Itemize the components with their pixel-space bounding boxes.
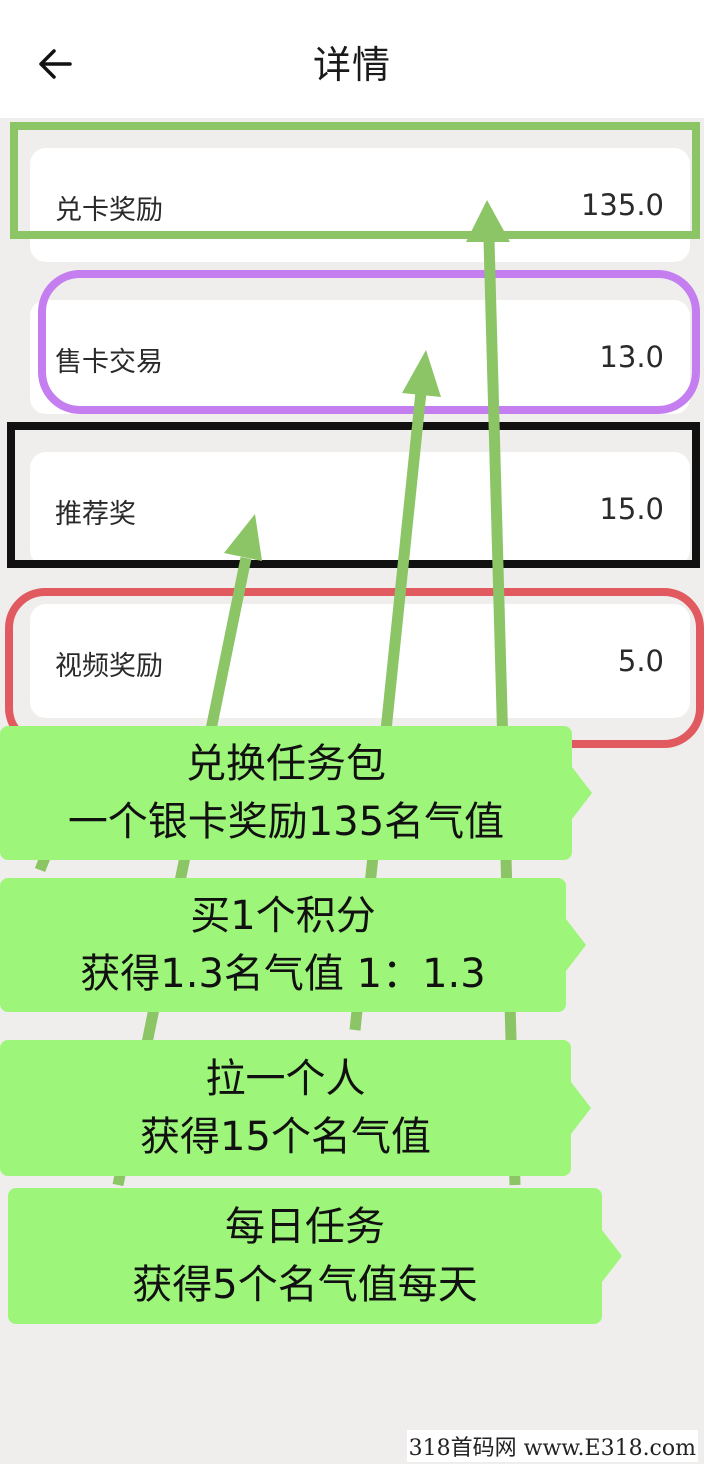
bubble-text-line2: 获得5个名气值每天 <box>132 1262 478 1308</box>
item-value: 13.0 <box>599 340 664 374</box>
item-label: 推荐奖 <box>55 499 136 530</box>
bubble-tail <box>572 767 592 819</box>
item-value: 135.0 <box>580 188 664 222</box>
list-item-card-sale[interactable]: 售卡交易 13.0 <box>30 300 690 414</box>
list-item-video-reward[interactable]: 视频奖励 5.0 <box>30 604 690 718</box>
arrow-head <box>402 350 441 397</box>
bubble-text-line2: 获得15个名气值 <box>140 1114 431 1160</box>
bubble-text-line1: 兑换任务包 <box>186 741 386 787</box>
arrow-head <box>224 514 262 561</box>
back-button[interactable] <box>30 38 82 90</box>
bubble-text-line1: 拉一个人 <box>205 1056 366 1102</box>
bubble-text-line2: 获得1.3名气值 1：1.3 <box>80 951 486 997</box>
list-item-exchange-reward[interactable]: 兑卡奖励 135.0 <box>30 148 690 262</box>
item-value: 15.0 <box>599 492 664 526</box>
page-title: 详情 <box>312 43 391 87</box>
annotation-bubble-referral: 拉一个人 获得15个名气值 <box>0 1040 591 1176</box>
highlight-box-purple <box>38 270 700 414</box>
bubble-tail <box>566 919 586 971</box>
item-label: 兑卡奖励 <box>55 195 163 226</box>
bubble-text-line2: 一个银卡奖励135名气值 <box>67 799 505 845</box>
annotation-bubble-exchange: 兑换任务包 一个银卡奖励135名气值 <box>0 726 592 860</box>
annotation-bubble-points: 买1个积分 获得1.3名气值 1：1.3 <box>0 878 586 1012</box>
bubble-tail <box>571 1082 591 1134</box>
annotation-bubble-daily: 每日任务 获得5个名气值每天 <box>8 1188 622 1324</box>
bubble-text-line1: 每日任务 <box>225 1204 385 1250</box>
list-item-referral-reward[interactable]: 推荐奖 15.0 <box>30 452 690 566</box>
bubble-tail <box>602 1230 622 1282</box>
arrow-to-exchange-reward <box>483 239 521 1186</box>
watermark: 318首码网 www.E318.com <box>406 1430 698 1462</box>
item-label: 视频奖励 <box>55 651 163 682</box>
highlight-box-black <box>7 422 700 568</box>
arrow-left-icon <box>39 49 72 79</box>
highlight-box-green <box>10 122 700 239</box>
top-bar: 详情 <box>0 0 704 118</box>
item-value: 5.0 <box>617 644 664 678</box>
bubble-text-line1: 买1个积分 <box>190 893 376 939</box>
arrow-head <box>466 200 510 242</box>
